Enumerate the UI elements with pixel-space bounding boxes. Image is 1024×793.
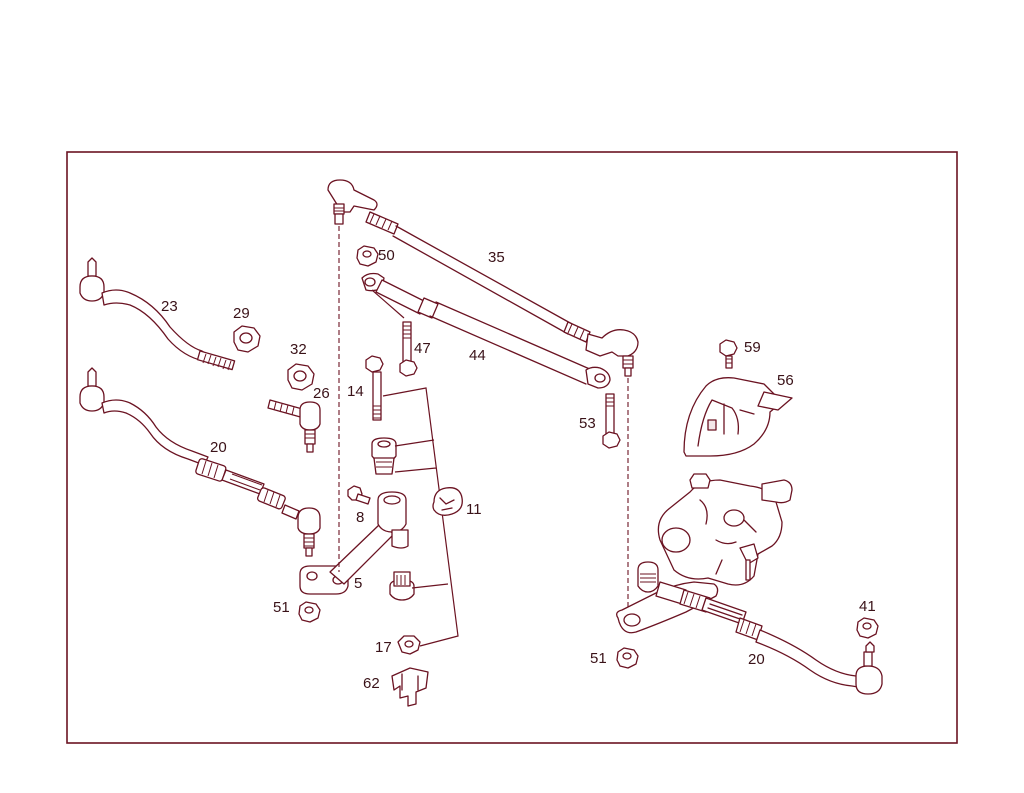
callout-56: 56 (777, 372, 794, 389)
callout-41: 41 (859, 598, 876, 615)
callout-50: 50 (378, 247, 395, 264)
part-51-nut-right[interactable] (616, 647, 639, 669)
part-5-idler-arm[interactable] (299, 491, 409, 595)
diagram-frame (66, 151, 958, 744)
part-23-tie-rod-end[interactable] (79, 257, 236, 371)
part-35-drag-link[interactable] (327, 179, 639, 377)
part-59-bolt[interactable] (719, 339, 738, 369)
callout-8: 8 (356, 509, 364, 526)
callout-29: 29 (233, 305, 250, 322)
callout-labels: 23 29 32 26 20 35 50 47 44 14 8 11 5 51 … (161, 247, 876, 692)
part-44-steering-damper[interactable] (361, 272, 611, 389)
callout-51-left: 51 (273, 599, 290, 616)
part-41-nut[interactable] (856, 617, 879, 639)
part-20-tie-rod-right[interactable] (655, 581, 883, 695)
callout-23: 23 (161, 298, 178, 315)
callout-59: 59 (744, 339, 761, 356)
callout-17: 17 (375, 639, 392, 656)
callout-11: 11 (466, 501, 482, 518)
part-14-bolt[interactable] (365, 355, 384, 421)
callout-20-left: 20 (210, 439, 227, 456)
callout-5: 5 (354, 575, 362, 592)
callout-47: 47 (414, 340, 431, 357)
part-8-screw[interactable] (347, 485, 371, 505)
callout-26: 26 (313, 385, 330, 402)
part-51-nut-left[interactable] (298, 601, 321, 623)
assembly-guide-lines (338, 226, 629, 610)
callout-35: 35 (488, 249, 505, 266)
part-32-nut[interactable] (287, 363, 315, 391)
steering-gearbox[interactable] (657, 473, 793, 586)
part-50-nut[interactable] (356, 245, 379, 267)
part-29-nut[interactable] (233, 325, 261, 353)
part-56-shield[interactable] (683, 377, 793, 457)
part-20-tie-rod-left[interactable] (79, 367, 321, 557)
part-62-clamp[interactable] (391, 667, 429, 707)
callout-53: 53 (579, 415, 596, 432)
part-11-bushing-kit[interactable] (371, 387, 463, 655)
callout-20-right: 20 (748, 651, 765, 668)
callout-32: 32 (290, 341, 307, 358)
part-53-bolt[interactable] (602, 393, 621, 449)
callout-14: 14 (347, 383, 364, 400)
callout-62: 62 (363, 675, 380, 692)
callout-44: 44 (469, 347, 486, 364)
part-26-ball-joint[interactable] (267, 399, 321, 453)
part-47-bolt[interactable] (399, 321, 418, 377)
callout-51-right: 51 (590, 650, 607, 667)
